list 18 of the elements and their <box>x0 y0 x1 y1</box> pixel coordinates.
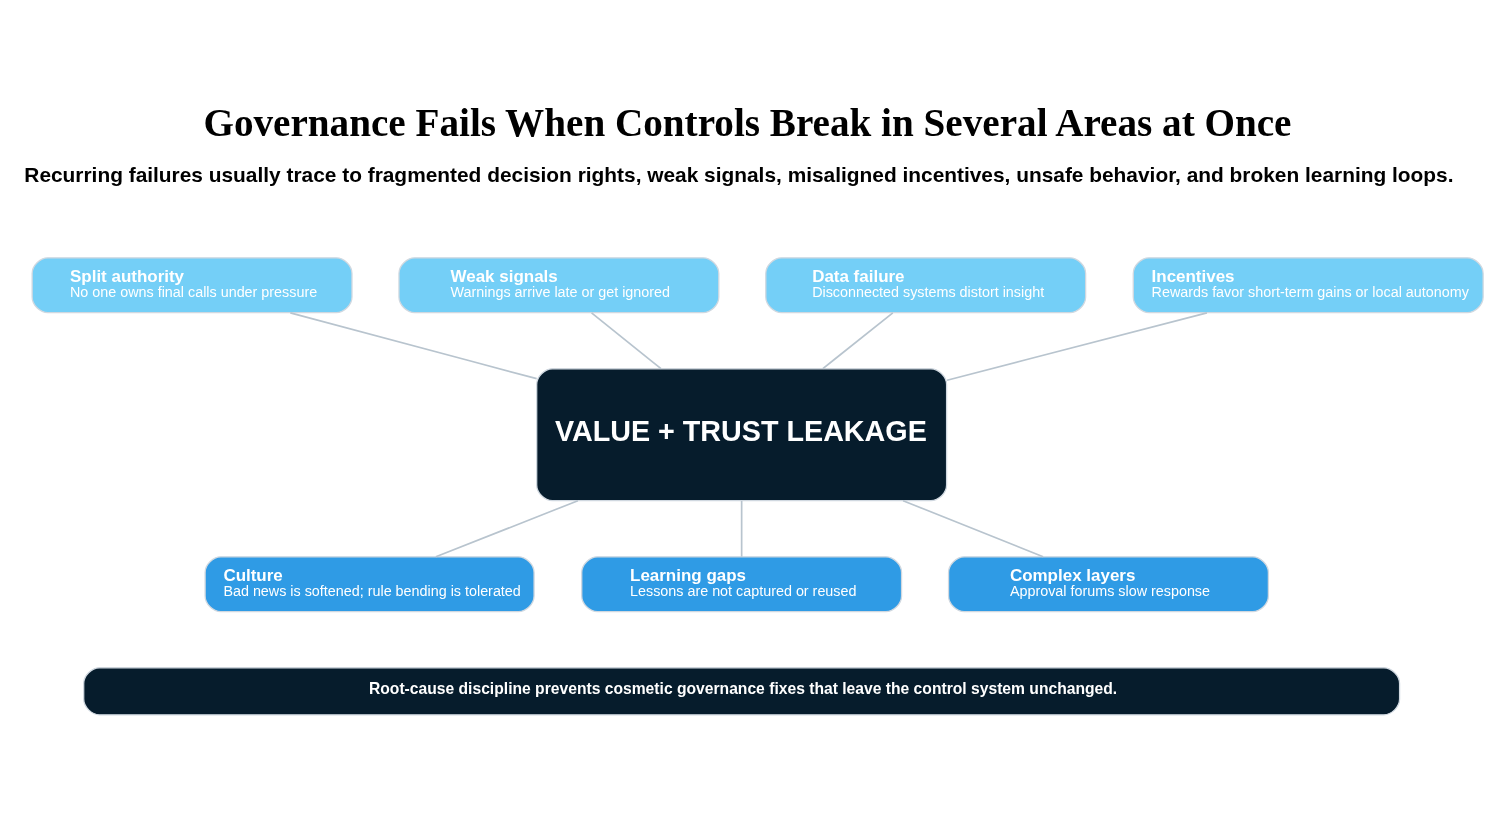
connector <box>902 499 1044 558</box>
connector <box>435 499 579 558</box>
connector <box>740 499 743 558</box>
connector <box>822 311 894 369</box>
connector <box>289 311 538 380</box>
diagram-title: Governance Fails When Controls Break in Several Areas at Once <box>203 100 1292 144</box>
node-box: Culture Bad news is softened; rule bending is tolerated <box>204 555 535 612</box>
node-box: Incentives Rewards favor short-term gains or local autonomy <box>1132 256 1484 313</box>
label: Recurring failures usually trace to fragmented decision rights, weak signals, misaligned incentives, unsafe behavior, and broken learning loops. <box>24 162 1454 186</box>
node-box: Weak signals Warnings arrive late or get ignored <box>398 256 720 313</box>
connector <box>946 311 1208 381</box>
node-box: Split authority No one owns final calls under pressure <box>31 256 353 313</box>
node-box: Root-cause discipline prevents cosmetic governance fixes that leave the control system unchanged. <box>83 666 1401 715</box>
node-box: VALUE + TRUST LEAKAGE <box>536 367 948 501</box>
node-box: Learning gaps Lessons are not captured or reused <box>581 555 903 612</box>
node-box: Data failure Disconnected systems distort insight <box>765 256 1087 313</box>
node-box: Complex layers Approval forums slow response <box>947 555 1270 612</box>
connector <box>590 311 662 369</box>
